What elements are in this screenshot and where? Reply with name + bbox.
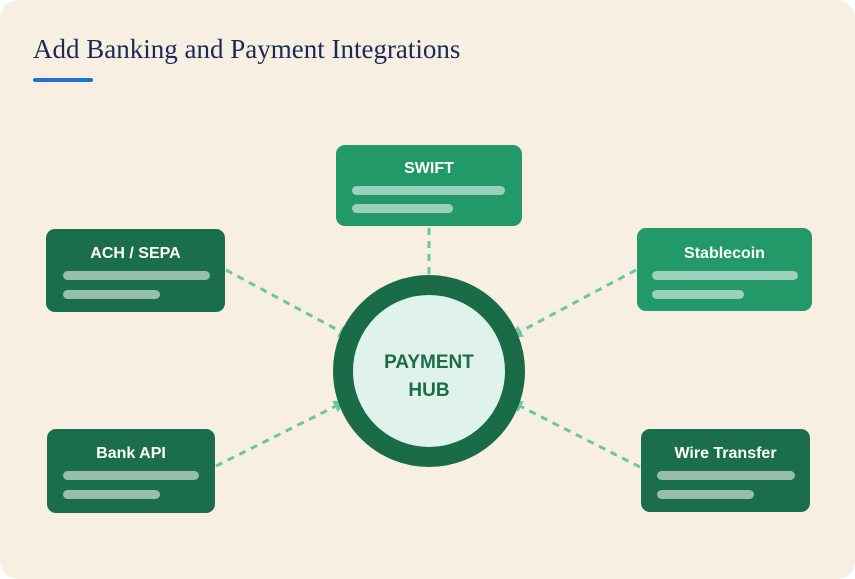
node-stablecoin-label: Stablecoin (684, 245, 765, 262)
node-swift-placeholder-line (352, 186, 505, 195)
node-stablecoin: Stablecoin (637, 228, 812, 311)
node-ach-sepa-placeholder-line (63, 290, 160, 299)
title-underline (33, 78, 93, 82)
connector-ach-sepa (225, 268, 352, 338)
node-swift-placeholder-line (352, 204, 453, 213)
connector-stablecoin (509, 268, 637, 338)
payment-hub: PAYMENT HUB (333, 275, 525, 467)
node-bank-api-placeholder-line (63, 471, 199, 480)
connector-bank-api (215, 400, 347, 468)
node-bank-api-placeholder-line (63, 490, 160, 499)
node-ach-sepa-placeholder-line (63, 271, 210, 280)
node-wire-transfer: Wire Transfer (641, 429, 810, 512)
hub-label-line1: PAYMENT (384, 352, 474, 373)
node-bank-api-label: Bank API (96, 445, 166, 462)
node-swift: SWIFT (336, 145, 522, 226)
node-stablecoin-placeholder-line (652, 271, 798, 280)
node-ach-sepa: ACH / SEPA (46, 229, 225, 312)
node-wire-transfer-label: Wire Transfer (674, 445, 776, 462)
node-stablecoin-placeholder-line (652, 290, 744, 299)
page-title: Add Banking and Payment Integrations (33, 34, 461, 64)
node-ach-sepa-label: ACH / SEPA (90, 245, 181, 262)
node-bank-api: Bank API (47, 429, 215, 513)
connector-wire-transfer (509, 400, 641, 469)
node-wire-transfer-placeholder-line (657, 471, 795, 480)
node-wire-transfer-placeholder-line (657, 490, 754, 499)
hub-label-line2: HUB (408, 380, 449, 401)
node-swift-label: SWIFT (404, 160, 454, 177)
